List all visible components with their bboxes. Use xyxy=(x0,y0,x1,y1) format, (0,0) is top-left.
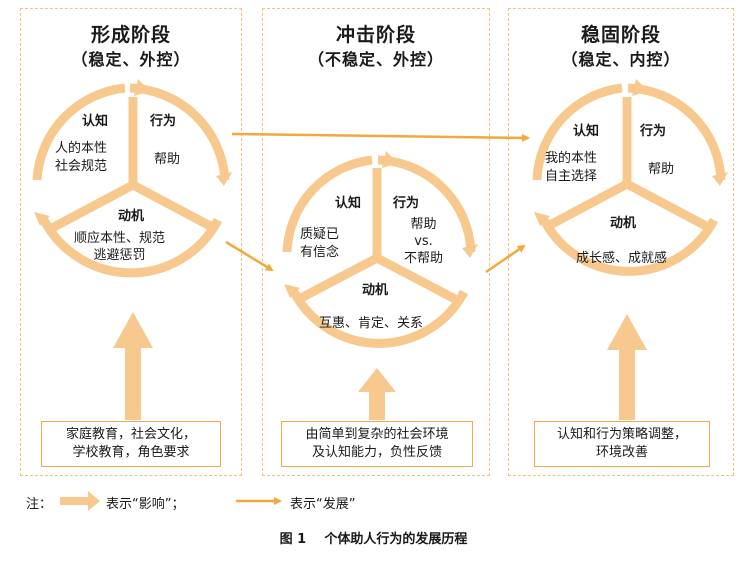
source-box-impact: 由简单到复杂的社会环境 及认知能力，负性反馈 xyxy=(281,421,473,467)
behavior-text-impact: 帮助 vs. 不帮助 xyxy=(404,217,444,266)
motive-label-impact: 动机 xyxy=(362,283,389,298)
behavior-label-formation: 行为 xyxy=(150,114,177,129)
stage-panel-formation xyxy=(20,8,242,476)
cycle-impact-heads xyxy=(284,151,478,298)
influence-arrows xyxy=(113,312,647,420)
source-box-formation: 家庭教育，社会文化， 学校教育，角色要求 xyxy=(41,421,221,467)
cognition-label-formation: 认知 xyxy=(82,114,109,129)
motive-label-consolidation: 动机 xyxy=(610,216,637,231)
cognition-text-formation: 人的本性 社会规范 xyxy=(55,141,108,174)
stage-subtitle-formation: （稳定、外控） xyxy=(71,50,191,69)
behavior-label-consolidation: 行为 xyxy=(640,124,667,139)
motive-text-formation: 顺应本性、规范 逃避惩罚 xyxy=(74,231,166,263)
motive-text-impact: 互惠、肯定、关系 xyxy=(319,316,424,331)
cycle-formation-heads xyxy=(34,79,232,226)
cognition-text-consolidation: 我的本性 自主选择 xyxy=(545,151,598,184)
cycle-consolidation-heads xyxy=(534,79,728,226)
stage-title-consolidation: 稳固阶段 xyxy=(580,24,661,46)
cognition-text-impact: 质疑已 有信念 xyxy=(300,227,340,260)
motive-text-consolidation: 成长感、成就感 xyxy=(576,251,668,266)
stage-panel-impact xyxy=(262,8,490,476)
behavior-text-consolidation: 帮助 xyxy=(648,162,675,177)
behavior-label-impact: 行为 xyxy=(393,196,420,211)
source-box-consolidation: 认知和行为策略调整， 环境改善 xyxy=(534,421,710,467)
stage-title-formation: 形成阶段 xyxy=(90,24,171,46)
cognition-label-consolidation: 认知 xyxy=(573,124,600,139)
stage-subtitle-consolidation: （稳定、内控） xyxy=(561,50,681,69)
legend-prefix: 注： xyxy=(26,497,53,512)
stage-subtitle-impact: （不稳定、外控） xyxy=(307,50,444,69)
figure-caption: 图 1 个体助人行为的发展历程 xyxy=(279,532,468,547)
behavior-text-formation: 帮助 xyxy=(154,152,181,167)
development-arrows xyxy=(225,132,530,274)
cognition-label-impact: 认知 xyxy=(335,196,362,211)
legend-influence-arrow-icon xyxy=(60,491,100,511)
stage-panel-consolidation xyxy=(508,8,734,476)
stage-title-impact: 冲击阶段 xyxy=(335,24,416,46)
legend-influence-text: 表示“影响”； xyxy=(106,497,185,512)
motive-label-formation: 动机 xyxy=(118,209,145,224)
legend-development-text: 表示“发展” xyxy=(290,497,356,512)
